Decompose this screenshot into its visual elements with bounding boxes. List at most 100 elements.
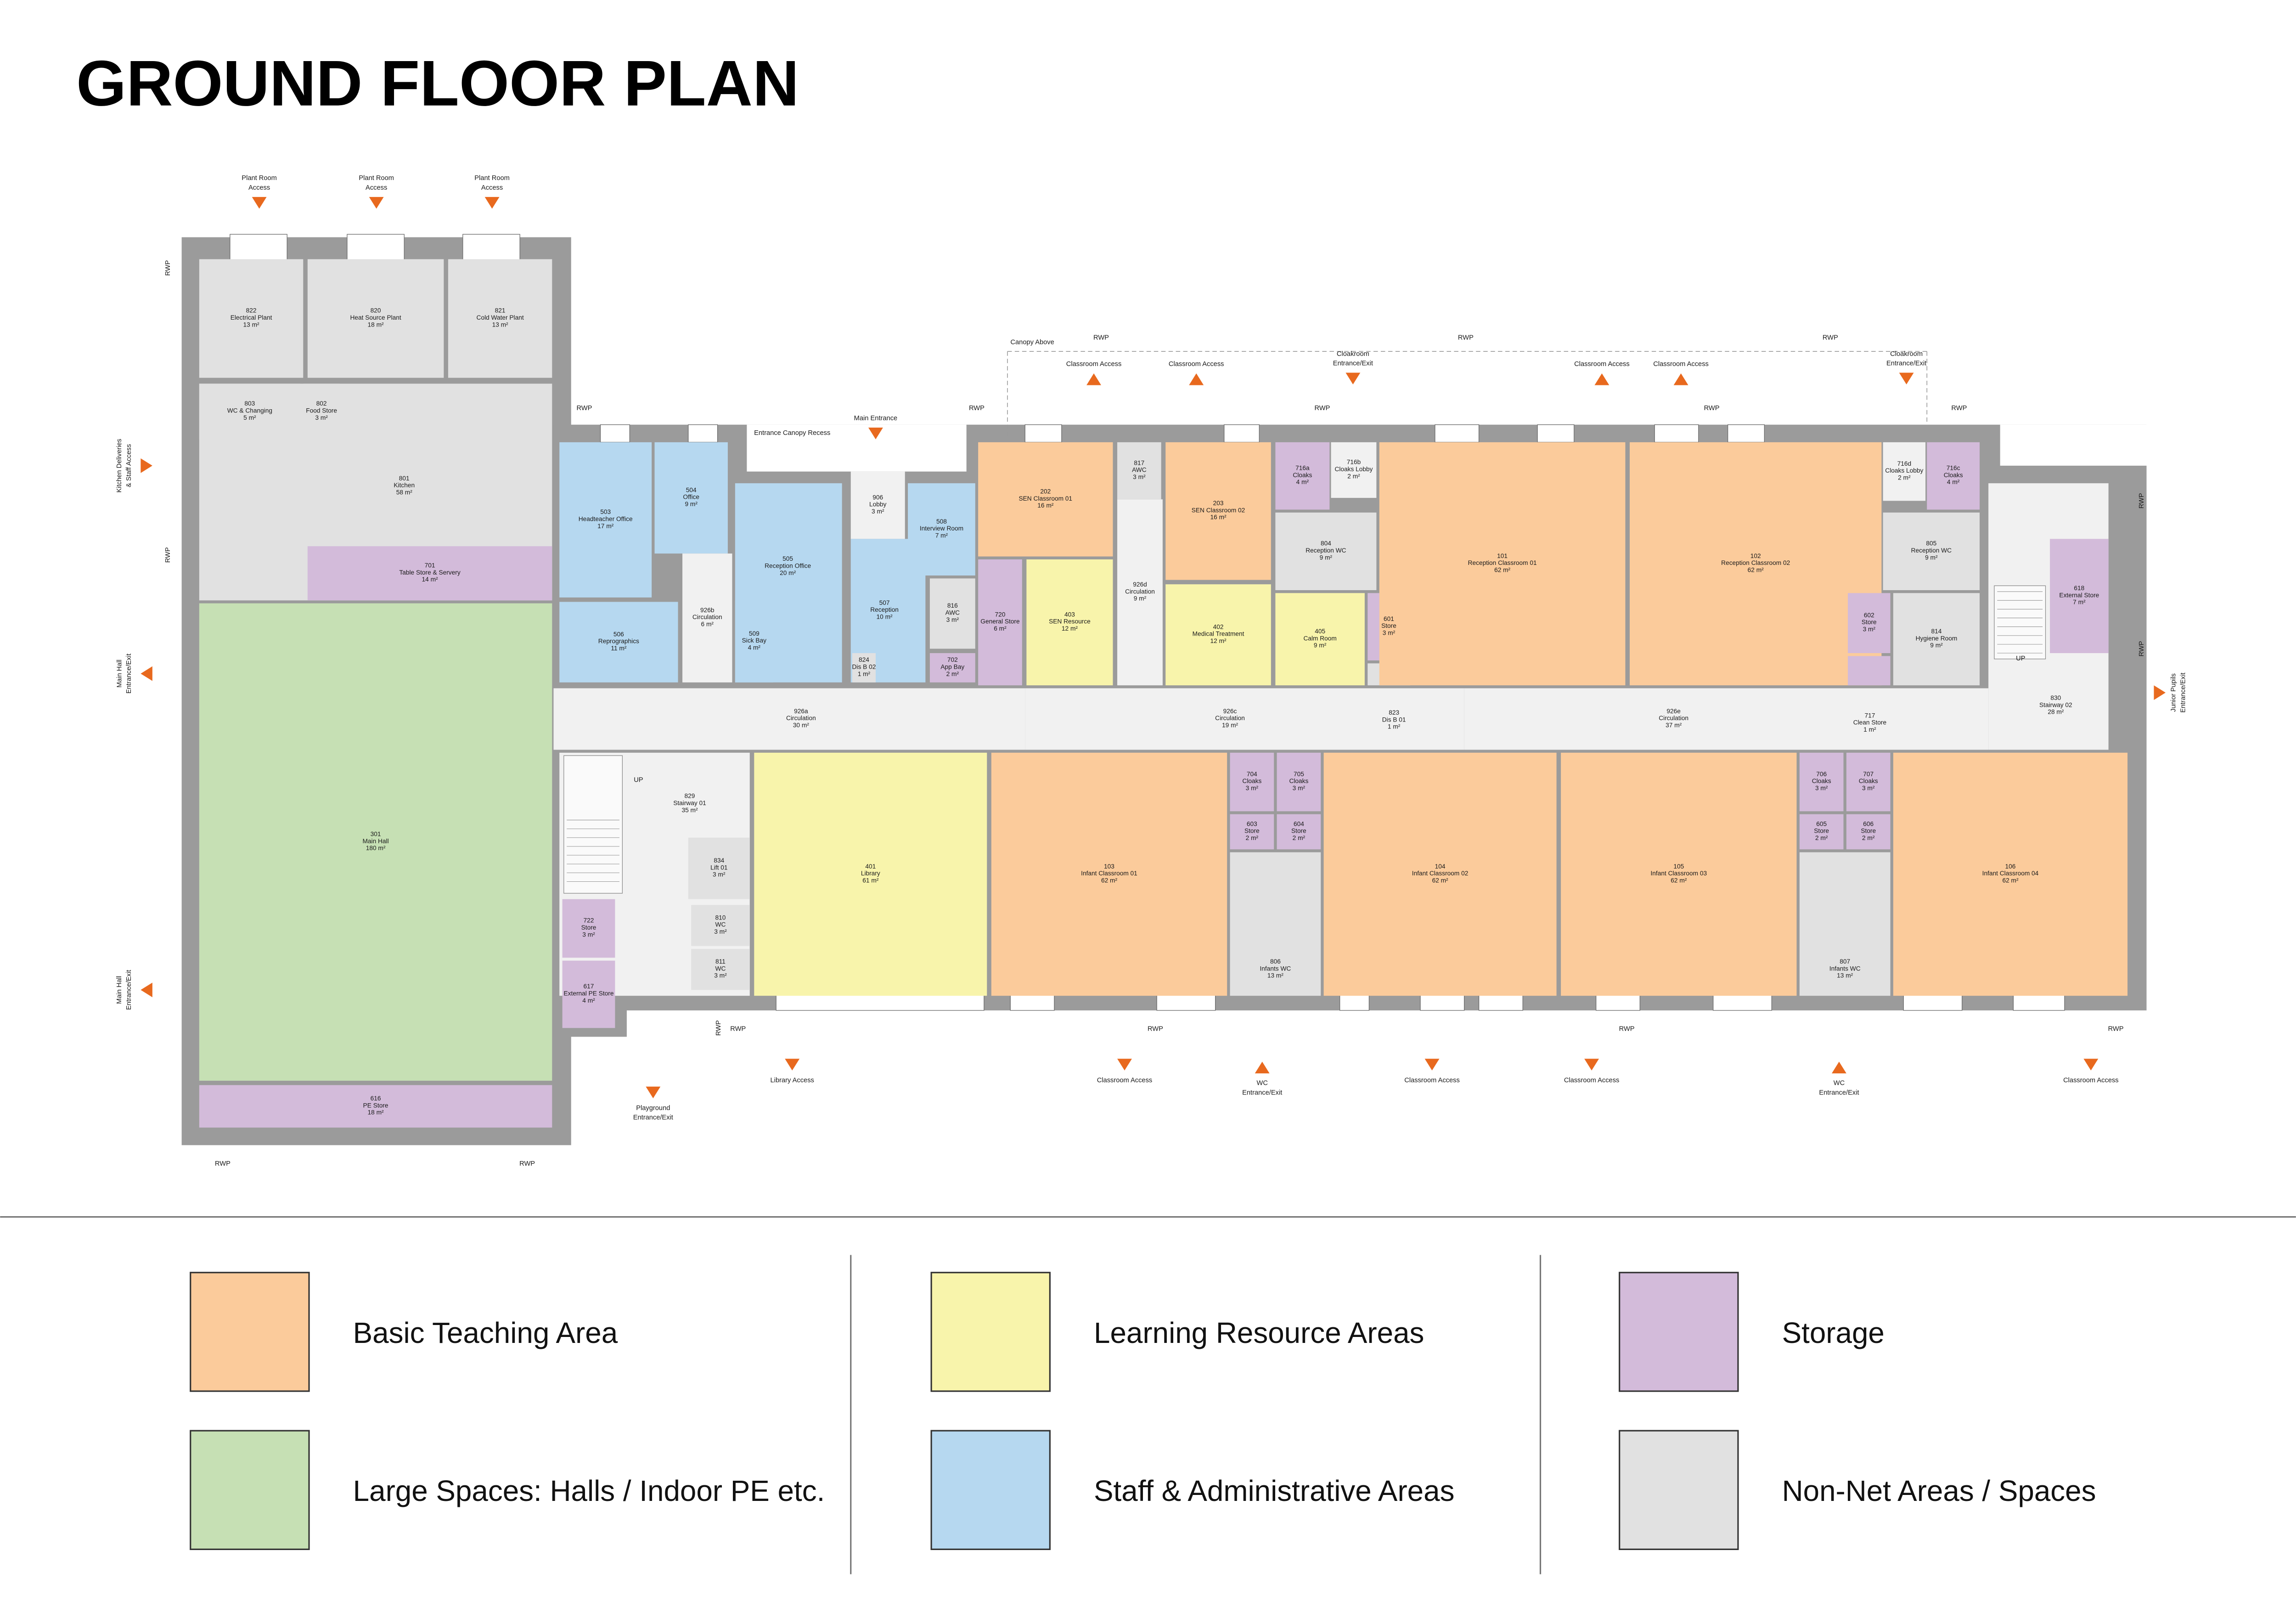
room-number: 717 <box>1864 712 1875 719</box>
room-number: 403 <box>1064 611 1075 618</box>
room-name: Infants WC <box>1829 965 1861 972</box>
room-name: Clean Store <box>1853 719 1887 726</box>
room-name: Stairway 01 <box>673 800 706 806</box>
room-area: 37 m² <box>1666 722 1682 728</box>
window <box>1224 424 1260 443</box>
legend-item-learning: Learning Resource Areas <box>930 1272 1424 1392</box>
room-fill <box>2050 539 2109 654</box>
room-area: 2 m² <box>1862 835 1875 841</box>
room-number: 926c <box>1223 708 1237 715</box>
access-label: Cloakroom <box>1890 350 1923 358</box>
room-name: Dis B 02 <box>852 663 876 670</box>
room-area: 3 m² <box>714 928 727 935</box>
rwp-label: RWP <box>1314 405 1330 412</box>
room-number: 102 <box>1750 553 1761 559</box>
access-label: WC <box>1256 1080 1268 1087</box>
room-number: 824 <box>859 656 869 663</box>
room-area: 12 m² <box>1210 637 1227 644</box>
room-name: Library <box>861 870 880 877</box>
room-name: Calm Room <box>1303 635 1336 642</box>
room-fill <box>559 602 678 682</box>
room-number: 803 <box>244 400 255 407</box>
room-202 <box>978 442 1113 557</box>
room-fill <box>691 949 750 990</box>
rwp-label: RWP <box>969 405 985 412</box>
room-716a <box>1275 442 1330 510</box>
room-605 <box>1799 814 1844 850</box>
room-811 <box>691 949 750 990</box>
room-number: 804 <box>1321 540 1331 547</box>
arrow-left-icon <box>141 982 152 998</box>
room-area: 3 m² <box>946 616 959 623</box>
room-area: 3 m² <box>582 931 595 938</box>
rwp-label: RWP <box>1619 1026 1635 1033</box>
room-number: 605 <box>1816 820 1827 827</box>
room-area: 9 m² <box>1134 595 1147 602</box>
room-area: 4 m² <box>582 997 595 1004</box>
rwp-label: RWP <box>164 547 172 563</box>
room-area: 4 m² <box>1947 479 1960 485</box>
room-name: PE Store <box>363 1102 388 1109</box>
room-fill <box>1883 512 1980 590</box>
room-name: Reception WC <box>1911 547 1952 554</box>
room-number: 821 <box>495 307 506 314</box>
room-fill <box>682 553 732 682</box>
room-fill <box>1165 584 1271 686</box>
room-area: 1 m² <box>1388 723 1401 730</box>
room-name: Medical Treatment <box>1193 631 1244 637</box>
room-fill <box>1848 656 1891 686</box>
legend-item-storage: Storage <box>1619 1272 1885 1392</box>
window <box>1727 424 1765 443</box>
canopy-outline <box>1007 351 1928 440</box>
room-number: 806 <box>1270 958 1281 965</box>
room-area: 13 m² <box>243 321 259 328</box>
arrow-down-icon <box>369 197 384 209</box>
recess <box>747 424 967 472</box>
room-fill <box>307 546 552 601</box>
room-fill <box>559 442 652 598</box>
room-fill <box>1846 752 1891 812</box>
room-name: Kitchen <box>394 482 415 489</box>
room-name: Office <box>683 494 699 501</box>
room-fill <box>1230 752 1274 812</box>
room-area: 3 m² <box>1293 784 1306 791</box>
room-name: Cloaks <box>1944 472 1963 479</box>
room-805 <box>1883 512 1980 590</box>
room-fill <box>1464 688 1989 750</box>
room-fill <box>1025 688 1464 750</box>
room-name: Food Store <box>306 407 337 414</box>
room-804 <box>1275 512 1377 590</box>
room-name: App Bay <box>940 663 964 670</box>
room-area: 180 m² <box>366 845 386 851</box>
access-label: Plant Room <box>359 175 394 182</box>
rwp-label: RWP <box>519 1160 535 1167</box>
legend-label: Non-Net Areas / Spaces <box>1782 1474 2096 1507</box>
arrow-down-icon <box>1899 372 1914 384</box>
room-name: Store <box>1862 619 1877 626</box>
room-fill <box>303 383 340 440</box>
room-816 <box>929 578 975 649</box>
room-fill <box>654 442 728 554</box>
room-name: Circulation <box>1659 715 1688 722</box>
access-label: Classroom Access <box>2063 1077 2119 1084</box>
room-fill <box>1323 752 1557 996</box>
rwp-label: RWP <box>730 1026 746 1033</box>
room-fill <box>1799 852 1891 996</box>
room-834 <box>688 837 750 899</box>
arrow-up-icon <box>1189 373 1204 385</box>
room-number: 716b <box>1347 459 1361 466</box>
room-fill <box>307 259 444 378</box>
room-fill <box>1230 852 1321 996</box>
